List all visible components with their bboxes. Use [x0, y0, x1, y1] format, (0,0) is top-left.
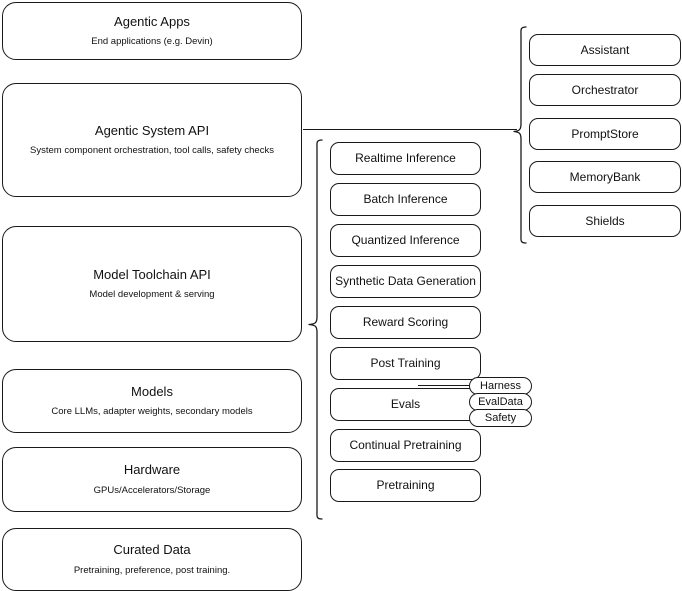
layer-card-model-toolchain-api[interactable]: Model Toolchain API Model development & …	[2, 226, 302, 342]
component-pretraining[interactable]: Pretraining	[330, 469, 481, 502]
layer-subtitle: GPUs/Accelerators/Storage	[93, 484, 211, 496]
component-evals[interactable]: Evals	[330, 388, 481, 421]
layer-title: Models	[131, 383, 173, 399]
component-continual-pretraining[interactable]: Continual Pretraining	[330, 429, 481, 462]
component-shields[interactable]: Shields	[529, 205, 681, 237]
badge-label: Safety	[484, 412, 517, 424]
component-label: Reward Scoring	[362, 315, 449, 329]
brace-toolchain-components	[308, 139, 323, 520]
component-label: Shields	[585, 213, 625, 228]
component-synthetic-data-generation[interactable]: Synthetic Data Generation	[330, 265, 481, 298]
component-label: Evals	[390, 397, 421, 411]
component-label: Assistant	[580, 42, 630, 57]
component-quantized-inference[interactable]: Quantized Inference	[330, 224, 481, 257]
component-label: Continual Pretraining	[349, 438, 462, 452]
layer-title: Model Toolchain API	[93, 266, 211, 282]
layer-subtitle: Pretraining, preference, post training.	[73, 564, 231, 576]
component-label: Synthetic Data Generation	[335, 274, 476, 288]
component-reward-scoring[interactable]: Reward Scoring	[330, 306, 481, 339]
layer-subtitle: End applications (e.g. Devin)	[91, 36, 213, 48]
badge-harness[interactable]: Harness	[469, 377, 532, 395]
component-label: MemoryBank	[569, 169, 641, 184]
component-post-training[interactable]: Post Training	[330, 347, 481, 380]
layer-subtitle: Core LLMs, adapter weights, secondary mo…	[51, 406, 253, 418]
layer-title: Curated Data	[113, 542, 191, 558]
component-label: Post Training	[370, 356, 441, 370]
badge-evaldata[interactable]: EvalData	[469, 393, 532, 411]
component-memorybank[interactable]: MemoryBank	[529, 161, 681, 193]
layer-card-models[interactable]: Models Core LLMs, adapter weights, secon…	[2, 369, 302, 433]
badge-label: Harness	[480, 380, 521, 392]
component-label: Quantized Inference	[351, 233, 460, 247]
layer-subtitle: System component orchestration, tool cal…	[30, 145, 274, 157]
layer-card-agentic-apps[interactable]: Agentic Apps End applications (e.g. Devi…	[2, 2, 302, 60]
layer-card-agentic-system-api[interactable]: Agentic System API System component orch…	[2, 83, 302, 197]
component-label: Batch Inference	[363, 192, 448, 206]
component-label: Realtime Inference	[355, 151, 456, 165]
layer-title: Hardware	[123, 462, 181, 478]
layer-card-hardware[interactable]: Hardware GPUs/Accelerators/Storage	[2, 447, 302, 512]
layer-subtitle: Model development & serving	[89, 289, 215, 301]
component-label: PromptStore	[571, 126, 639, 141]
brace-agentic-components	[513, 26, 527, 244]
component-orchestrator[interactable]: Orchestrator	[529, 74, 681, 106]
component-label: Pretraining	[376, 478, 435, 492]
component-promptstore[interactable]: PromptStore	[529, 118, 681, 150]
badge-safety[interactable]: Safety	[469, 409, 532, 427]
connector-agentic-system-api-to-components	[303, 129, 517, 130]
component-batch-inference[interactable]: Batch Inference	[330, 183, 481, 216]
layer-card-curated-data[interactable]: Curated Data Pretraining, preference, po…	[2, 528, 302, 591]
layer-title: Agentic System API	[94, 122, 210, 138]
layer-title: Agentic Apps	[114, 13, 190, 29]
component-label: Orchestrator	[571, 82, 639, 97]
connector-evals-to-harness	[418, 385, 473, 386]
badge-label: EvalData	[478, 396, 523, 408]
component-realtime-inference[interactable]: Realtime Inference	[330, 142, 481, 175]
component-assistant[interactable]: Assistant	[529, 34, 681, 66]
